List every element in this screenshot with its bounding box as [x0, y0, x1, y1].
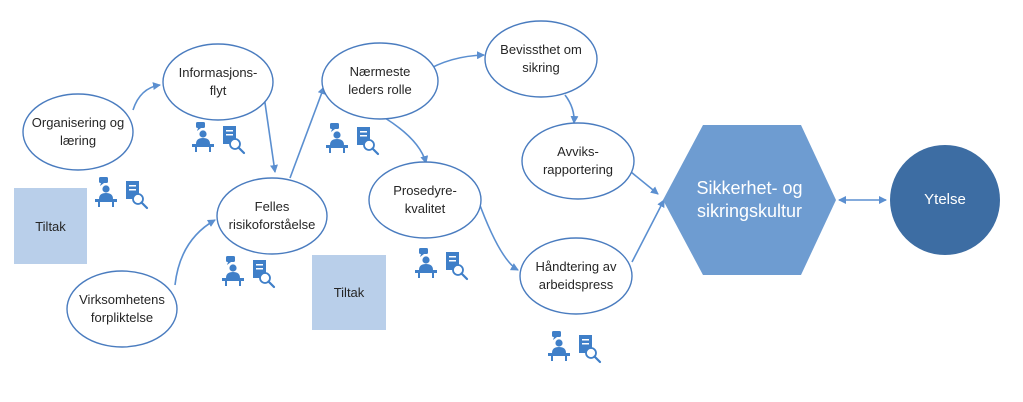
- node-prosedyre: [368, 161, 482, 239]
- node-bevissthet: [484, 20, 598, 98]
- arrow-naermeste-prosedyre: [384, 117, 429, 164]
- document-search-icon: [579, 335, 602, 364]
- node-handtering: [519, 237, 633, 315]
- document-search-icon: [253, 260, 276, 289]
- document-search-icon: [126, 181, 149, 210]
- node-virksomhetens: [66, 270, 178, 348]
- document-search-icon: [357, 127, 380, 156]
- person-meeting-icon: [548, 331, 570, 361]
- tiltak-box-middle: Tiltak: [312, 255, 386, 330]
- node-naermeste: [321, 42, 439, 120]
- node-avviks: [521, 122, 635, 200]
- document-search-icon: [446, 252, 469, 281]
- person-meeting-icon: [326, 123, 348, 153]
- node-felles: [216, 177, 328, 255]
- tiltak-box-left: Tiltak: [14, 188, 87, 264]
- person-meeting-icon: [415, 248, 437, 278]
- person-meeting-icon: [222, 256, 244, 286]
- culture-hexagon: [663, 125, 836, 275]
- performance-circle: [890, 145, 1000, 255]
- arrow-avviks-culture: [630, 171, 659, 195]
- arrow-informasjonsflyt-felles: [263, 95, 278, 173]
- person-meeting-icon: [95, 177, 117, 207]
- arrow-organisering-informasjonsflyt: [132, 82, 161, 111]
- arrow-bevissthet-avviks: [564, 94, 579, 124]
- arrow-handtering-culture: [631, 199, 665, 263]
- node-organisering: [22, 93, 134, 171]
- arrow-virksomhetens-felles: [174, 219, 216, 286]
- arrow-felles-naermeste: [289, 86, 326, 179]
- person-meeting-icon: [192, 122, 214, 152]
- node-informasjonsflyt: [162, 43, 274, 121]
- document-search-icon: [223, 126, 246, 155]
- arrow-prosedyre-handtering: [477, 199, 519, 271]
